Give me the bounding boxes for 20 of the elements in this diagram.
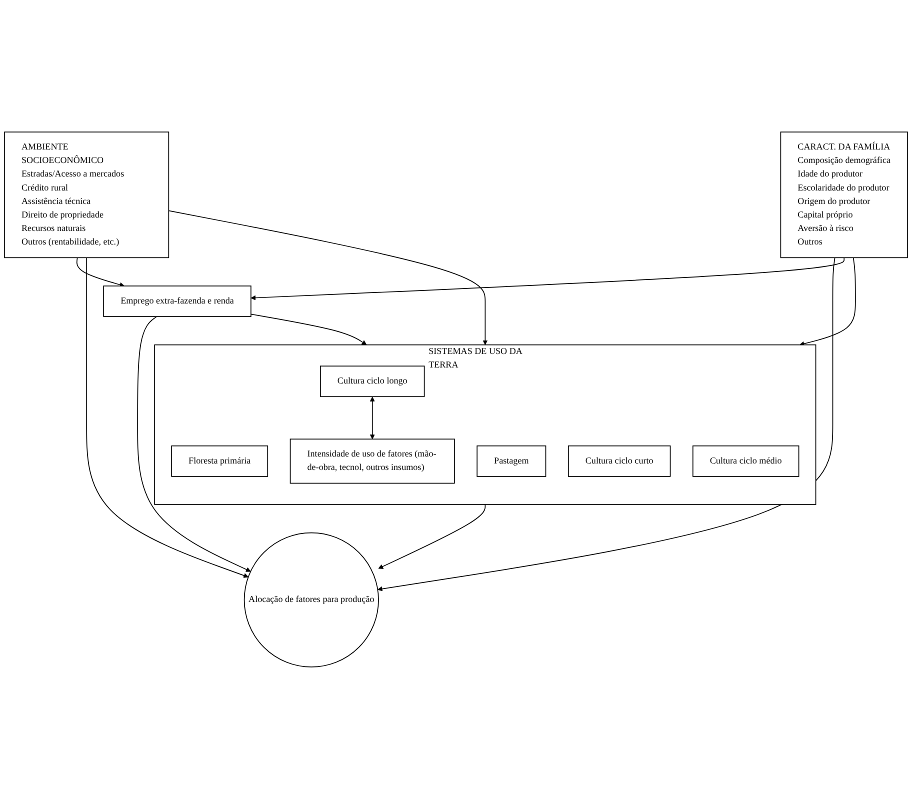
arrow: [250, 314, 367, 346]
arrow: [377, 257, 836, 592]
arrow: [137, 316, 251, 572]
node-box: Emprego extra-fazenda e renda: [103, 286, 252, 317]
node-box: Cultura ciclo médio: [692, 445, 800, 477]
node-box: Floresta primária: [171, 445, 268, 477]
node-box: Pastagem: [476, 445, 546, 477]
arrow: [370, 396, 375, 440]
arrow: [76, 257, 125, 288]
node-box: AMBIENTE SOCIOECONÔMICO Estradas/Acesso a mercados Crédito rural Assistência técnica Direito de propriedade Recursos naturais Outros (rentabilidade, etc.): [4, 132, 170, 258]
arrow: [378, 504, 486, 569]
arrow: [168, 210, 488, 346]
arrow: [799, 257, 856, 346]
arrow: [250, 257, 845, 300]
node-circle: Alocação de fatores para produção: [244, 532, 379, 668]
node-box: Cultura ciclo curto: [568, 445, 671, 477]
arrow: [86, 257, 248, 578]
node-box: CARACT. DA FAMÍLIA Composição demográfica Idade do produtor Escolaridade do produtor Origem do produtor Capital próprio Aversão à risco Outros: [780, 132, 908, 258]
node-box: Intensidade de uso de fatores (mão-de-obra, tecnol, outros insumos): [290, 438, 455, 484]
node-box: Cultura ciclo longo: [320, 366, 425, 398]
